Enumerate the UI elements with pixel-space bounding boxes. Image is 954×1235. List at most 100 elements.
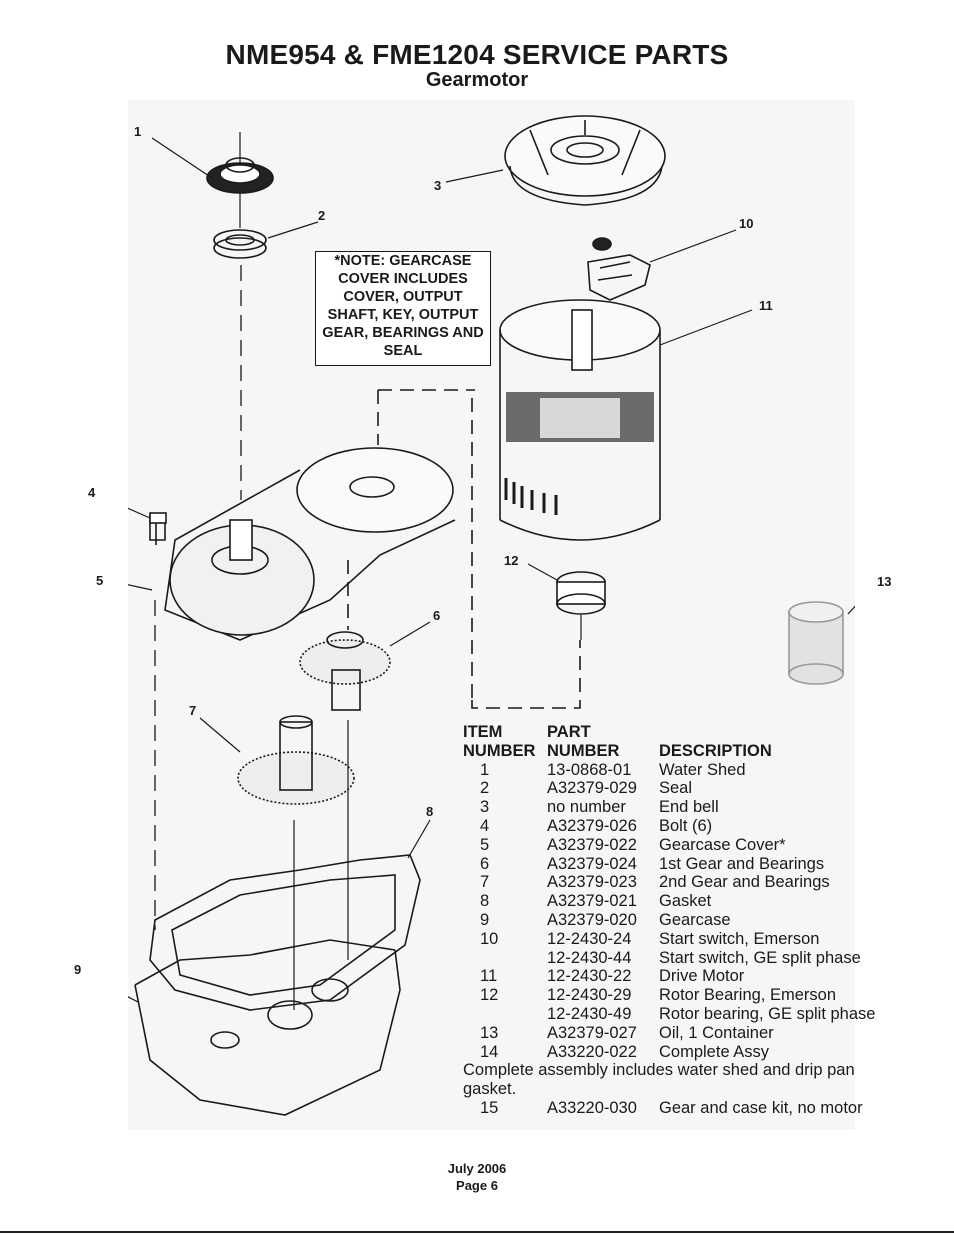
part-number: 12-2430-24: [547, 929, 632, 948]
item-number: 3: [480, 798, 490, 817]
gasket-part: [149, 854, 421, 1011]
part-description: Gearcase: [659, 910, 731, 929]
footer-date: July 2006: [447, 1161, 507, 1176]
table-row: 12-2430-44 Start switch, GE split phase: [463, 949, 903, 968]
callout-7: 7: [189, 703, 197, 718]
item-header: ITEM: [463, 723, 503, 741]
item-number: 14: [480, 1042, 499, 1061]
part-description: Rotor bearing, GE split phase: [659, 1004, 876, 1023]
part-number: A32379-020: [547, 910, 637, 929]
item-number: 13: [480, 1023, 499, 1042]
part-description: 2nd Gear and Bearings: [659, 873, 830, 892]
start-switch-part: [587, 237, 651, 301]
part-number-header: NUMBER: [547, 741, 620, 760]
part-number: A32379-026: [547, 816, 637, 835]
item-number-header: NUMBER: [463, 741, 536, 760]
callout-13: 13: [877, 574, 892, 589]
callout-6: 6: [433, 608, 441, 623]
part-number: no number: [547, 798, 626, 817]
part-number: A32379-027: [547, 1023, 637, 1042]
callout-3: 3: [434, 178, 442, 193]
part-description: 1st Gear and Bearings: [659, 854, 825, 873]
part-number: 12-2430-29: [547, 986, 632, 1005]
note-line: SEAL: [383, 343, 423, 359]
item-number: 7: [480, 873, 490, 892]
part-number: A32379-023: [547, 873, 637, 892]
part-description: Gearcase Cover*: [659, 835, 786, 854]
part-description: Seal: [659, 779, 693, 798]
part-number: 12-2430-22: [547, 967, 632, 986]
part-number: A32379-021: [547, 892, 637, 911]
table-row: 6 A32379-024 1st Gear and Bearings: [463, 855, 903, 874]
table-row: 1 13-0868-01 Water Shed: [463, 761, 903, 780]
item-number: 12: [480, 986, 499, 1005]
callout-10: 10: [739, 216, 754, 231]
leader-lines: [128, 137, 855, 1003]
parts-header-row-2: NUMBER NUMBER DESCRIPTION: [463, 742, 903, 761]
drive-motor-part: [499, 299, 661, 541]
callout-4: 4: [88, 485, 96, 500]
gearcase-part: [134, 939, 401, 1116]
first-gear-part: [299, 560, 391, 711]
part-description: Drive Motor: [659, 967, 745, 986]
item-number: 8: [480, 892, 490, 911]
table-row: 12 12-2430-29 Rotor Bearing, Emerson: [463, 986, 903, 1005]
table-row: 10 12-2430-24 Start switch, Emerson: [463, 930, 903, 949]
part-number: A32379-024: [547, 854, 637, 873]
gearcase-cover-part: [149, 447, 456, 641]
callout-5: 5: [96, 573, 104, 588]
part-description: Gasket: [659, 892, 712, 911]
callout-11: 11: [759, 298, 773, 313]
end-bell-part: [504, 115, 666, 206]
note-line: COVER INCLUDES: [338, 271, 468, 287]
item-number: 15: [480, 1098, 499, 1117]
item-number: 2: [480, 779, 490, 798]
item-number: 6: [480, 854, 490, 873]
rotor-bearing-part: [556, 571, 606, 640]
item-number: 1: [480, 760, 490, 779]
item-number: 10: [480, 929, 499, 948]
oil-container-part: [788, 601, 844, 685]
item-number: 9: [480, 910, 490, 929]
parts-list: ITEM PART NUMBER NUMBER DESCRIPTION 1 13-…: [463, 723, 903, 1118]
part-description: Complete Assy: [659, 1042, 770, 1061]
part-number: 12-2430-44: [547, 948, 632, 967]
part-number: A33220-030: [547, 1098, 637, 1117]
part-description: End bell: [659, 798, 719, 817]
table-row: 4 A32379-026 Bolt (6): [463, 817, 903, 836]
note-line: *NOTE: GEARCASE: [334, 253, 472, 269]
note-line: SHAFT, KEY, OUTPUT: [327, 307, 479, 323]
table-row: 7 A32379-023 2nd Gear and Bearings: [463, 873, 903, 892]
footer-page-number: Page 6: [456, 1178, 498, 1193]
water-shed-part: [206, 132, 274, 228]
table-row: 9 A32379-020 Gearcase: [463, 911, 903, 930]
part-description: Rotor Bearing, Emerson: [659, 986, 836, 1005]
page-subtitle: Gearmotor: [425, 69, 529, 91]
table-row: 5 A32379-022 Gearcase Cover*: [463, 836, 903, 855]
callout-2: 2: [318, 208, 326, 223]
part-description: Start switch, Emerson: [659, 929, 820, 948]
exploded-diagram: [128, 100, 855, 1130]
bottom-rule: [0, 1231, 954, 1233]
description-header: DESCRIPTION: [659, 741, 772, 760]
item-number: 5: [480, 835, 490, 854]
note-line: COVER, OUTPUT: [343, 289, 463, 305]
parts-header-row-1: ITEM PART: [463, 723, 903, 742]
part-description: Water Shed: [659, 760, 746, 779]
part-description: Gear and case kit, no motor: [659, 1098, 863, 1117]
part-number: A33220-022: [547, 1042, 637, 1061]
item-number: 4: [480, 816, 490, 835]
part-description: Start switch, GE split phase: [659, 948, 861, 967]
parts-footnote: Complete assembly includes water shed an…: [463, 1061, 855, 1099]
callout-8: 8: [426, 804, 434, 819]
part-number: 13-0868-01: [547, 760, 632, 779]
part-number: A32379-022: [547, 835, 637, 854]
note-line: GEAR, BEARINGS AND: [322, 325, 484, 341]
part-description: Bolt (6): [659, 816, 713, 835]
table-row: 15 A33220-030 Gear and case kit, no moto…: [463, 1099, 903, 1118]
